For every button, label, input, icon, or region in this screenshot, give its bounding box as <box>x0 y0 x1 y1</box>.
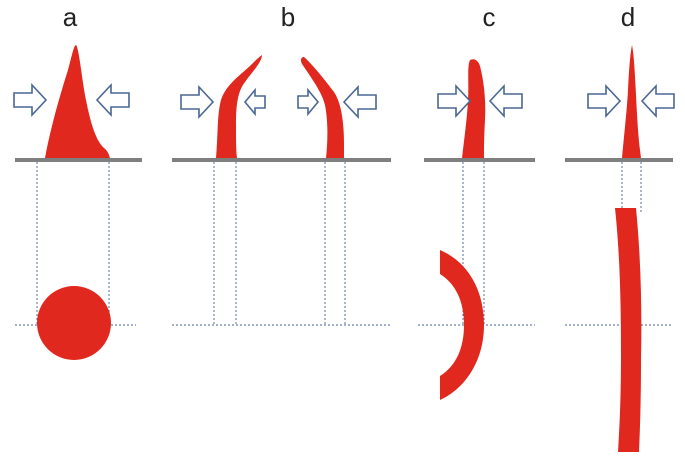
panel-d-spike-shape <box>622 45 641 158</box>
panel-c-left-arrow-icon <box>437 85 471 117</box>
panel-d-label: d <box>621 2 635 32</box>
panel-c-arc-segment <box>440 250 484 400</box>
panel-b-left-inner-arrow-icon <box>244 89 266 115</box>
panel-a-label: a <box>63 2 78 32</box>
panel-a-solid-disc <box>37 286 111 360</box>
panel-d-right-arrow-icon <box>641 85 675 117</box>
panel-c-label: c <box>483 2 496 32</box>
panel-b-left-wall-shape <box>216 55 262 158</box>
panel-b-left-outer-arrow-icon <box>180 86 214 118</box>
panel-b-right-outer-arrow-icon <box>343 86 377 118</box>
panel-a-left-arrow-icon <box>13 84 47 116</box>
panel-c-right-arrow-icon <box>489 85 523 117</box>
panel-d-left-arrow-icon <box>587 85 621 117</box>
panel-b-ring <box>225 275 339 389</box>
arrow-icons <box>13 84 675 118</box>
panel-c-wall-shape <box>462 59 486 158</box>
panel-a-right-arrow-icon <box>96 84 130 116</box>
panel-b-right-wall-shape <box>300 57 344 158</box>
panel-d-long-strip <box>615 208 642 452</box>
panel-b-right-inner-arrow-icon <box>297 89 319 115</box>
panel-b-label: b <box>281 2 295 32</box>
panel-a-profile-shape <box>45 45 110 158</box>
guide-lines <box>15 162 673 326</box>
